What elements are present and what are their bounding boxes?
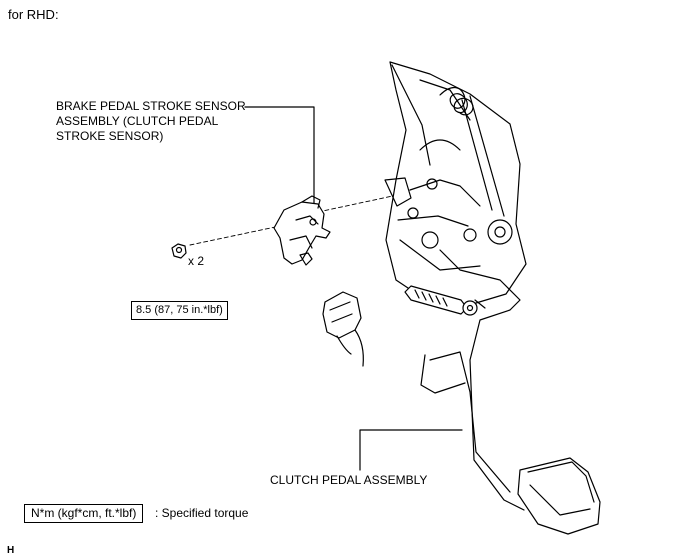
pedal-pad: [517, 457, 601, 535]
pivot-knob: [487, 219, 513, 245]
nut-icon: [171, 243, 187, 259]
sensor-connector: [322, 291, 364, 367]
torque-legend-description: : Specified torque: [155, 506, 249, 520]
alignment-lines: [189, 187, 431, 246]
sensor-label-line-1: BRAKE PEDAL STROKE SENSOR: [56, 99, 246, 113]
pedal-bracket: [384, 61, 527, 307]
sensor-label-line-2: ASSEMBLY (CLUTCH PEDAL: [56, 114, 219, 128]
torque-spec-box: 8.5 (87, 75 in.*lbf): [131, 301, 228, 320]
pedal-callout-label: CLUTCH PEDAL ASSEMBLY: [270, 473, 428, 487]
torque-unit-legend-box: N*m (kgf*cm, ft.*lbf): [24, 504, 144, 523]
bolt-quantity: x 2: [188, 254, 205, 268]
sensor-label-line-3: STROKE SENSOR): [56, 129, 164, 143]
illustration-code: H: [7, 545, 15, 556]
stroke-sensor-assembly: [273, 195, 331, 266]
leader-lines: [244, 106, 463, 471]
page-title: for RHD:: [8, 7, 59, 22]
return-spring: [439, 86, 505, 217]
assist-spring: [404, 285, 478, 316]
sensor-callout-label: BRAKE PEDAL STROKE SENSOR ASSEMBLY (CLUT…: [56, 99, 246, 144]
pedal-arm: [420, 249, 525, 511]
